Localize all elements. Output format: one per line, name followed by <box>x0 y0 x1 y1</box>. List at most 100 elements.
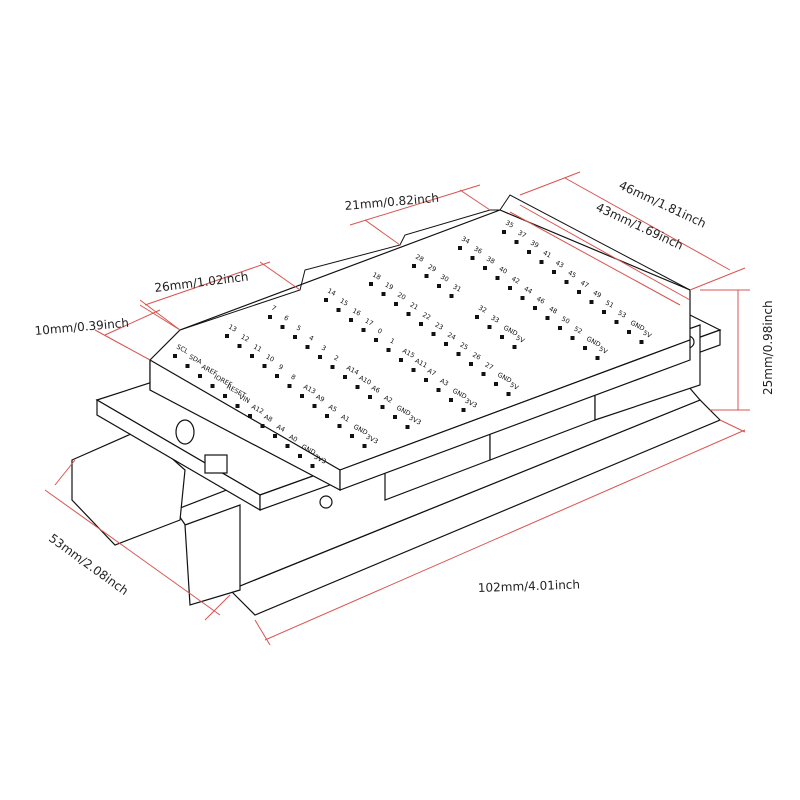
pin-label: 8 <box>290 373 297 382</box>
terminal-screw-icon <box>369 282 373 286</box>
terminal-screw-icon <box>349 318 353 322</box>
terminal-screw-icon <box>564 280 569 284</box>
pin-label: 17 <box>364 317 375 328</box>
pin-label: 48 <box>548 305 559 316</box>
pin-label: 3 <box>320 344 327 353</box>
terminal-screw-icon <box>262 364 267 368</box>
pin-label: 15 <box>339 297 350 308</box>
pin-label: A9 <box>315 393 326 404</box>
terminal-screw-icon <box>405 425 410 429</box>
terminal-screw-icon <box>475 315 479 319</box>
terminal-screw-icon <box>461 408 466 412</box>
terminal-screw-icon <box>312 404 317 408</box>
terminal-screw-icon <box>436 388 441 392</box>
pin-label: 16 <box>351 307 362 318</box>
pin-label: 35 <box>504 219 515 230</box>
pin-label: 40 <box>498 265 509 276</box>
terminal-screw-icon <box>494 382 498 386</box>
terminal-screw-icon <box>362 444 367 448</box>
terminal-screw-icon <box>527 250 531 254</box>
pin-label: 23 <box>434 321 445 332</box>
pin-label: 30 <box>439 273 450 284</box>
pin-label: A4 <box>275 423 286 434</box>
pin-label: 21 <box>409 301 420 312</box>
screw-icon <box>319 495 333 509</box>
pin-label: A3 <box>439 377 450 388</box>
pin-label: 50 <box>560 315 571 326</box>
pin-label: 6 <box>283 314 290 323</box>
terminal-screw-icon <box>343 375 347 379</box>
terminal-screw-icon <box>173 354 177 358</box>
terminal-screw-icon <box>287 384 292 388</box>
pin-label: 26 <box>471 351 482 362</box>
terminal-screw-icon <box>198 374 202 378</box>
terminal-screw-icon <box>495 276 500 280</box>
pin-label: A8 <box>263 413 274 424</box>
terminal-screw-icon <box>431 332 436 336</box>
terminal-screw-icon <box>627 330 631 334</box>
terminal-screw-icon <box>300 394 304 398</box>
pin-label: 2 <box>333 354 340 363</box>
terminal-screw-icon <box>481 372 486 376</box>
terminal-screw-icon <box>602 310 606 314</box>
terminal-screw-icon <box>293 335 297 339</box>
terminal-screw-icon <box>350 434 354 438</box>
terminal-screw-icon <box>437 284 441 288</box>
terminal-screw-icon <box>285 444 290 448</box>
pin-label: 44 <box>523 285 534 296</box>
terminal-screw-icon <box>412 264 416 268</box>
pin-label: 5 <box>295 324 302 333</box>
terminal-screw-icon <box>248 414 252 418</box>
terminal-screw-icon <box>275 374 279 378</box>
terminal-screw-icon <box>449 398 453 402</box>
pin-label: 11 <box>252 343 263 354</box>
pin-label: 49 <box>592 289 603 300</box>
terminal-screw-icon <box>506 392 511 396</box>
terminal-screw-icon <box>552 270 556 274</box>
terminal-screw-icon <box>458 246 462 250</box>
terminal-screw-icon <box>237 344 242 348</box>
terminal-screw-icon <box>235 404 240 408</box>
terminal-screw-icon <box>225 334 229 338</box>
terminal-screw-icon <box>419 322 423 326</box>
terminal-screw-icon <box>639 340 644 344</box>
terminal-screw-icon <box>223 394 227 398</box>
terminal-screw-icon <box>336 308 341 312</box>
pin-label: 37 <box>517 229 528 240</box>
pin-label: 32 <box>477 304 488 315</box>
pin-label: 7 <box>270 304 277 313</box>
dim-102mm: 102mm/4.01inch <box>478 577 581 595</box>
terminal-screw-icon <box>512 345 517 349</box>
pin-label: 42 <box>510 275 521 286</box>
dimension-lines <box>44 171 750 646</box>
terminal-screw-icon <box>318 355 322 359</box>
pin-label: 24 <box>446 331 457 342</box>
pin-label: 31 <box>452 283 463 294</box>
terminal-screw-icon <box>424 274 429 278</box>
terminal-screw-icon <box>595 356 600 360</box>
pin-label: 20 <box>396 291 407 302</box>
pin-label: 41 <box>542 249 553 260</box>
terminal-screw-icon <box>583 346 587 350</box>
pin-label: 4 <box>308 334 315 343</box>
pin-label: 22 <box>421 311 432 322</box>
terminal-screw-icon <box>374 338 378 342</box>
terminal-screw-icon <box>456 352 461 356</box>
pin-label: 53 <box>617 309 628 320</box>
terminal-screw-icon <box>380 405 385 409</box>
pin-label: 43 <box>554 259 565 270</box>
terminal-screw-icon <box>469 362 473 366</box>
terminal-screw-icon <box>411 368 416 372</box>
pin-label: 9 <box>277 363 284 372</box>
pin-label: 27 <box>484 361 495 372</box>
terminal-screw-icon <box>324 298 328 302</box>
dim-25mm: 25mm/0.98inch <box>761 300 775 395</box>
pin-label: A0 <box>288 433 299 444</box>
terminal-screw-icon <box>273 434 277 438</box>
dim-21mm: 21mm/0.82inch <box>344 191 439 213</box>
terminal-screw-icon <box>337 424 342 428</box>
pin-label: 46 <box>535 295 546 306</box>
pin-label: 5V <box>515 334 527 345</box>
pin-label: A6 <box>370 384 381 395</box>
